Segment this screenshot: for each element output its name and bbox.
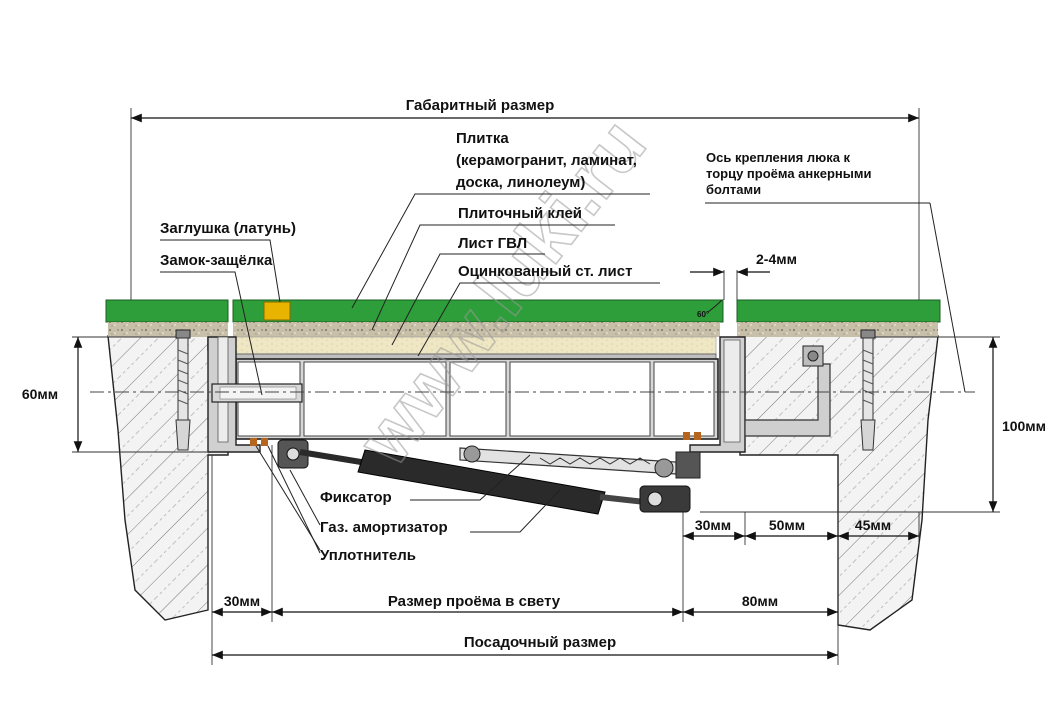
dim-100 — [700, 336, 1000, 513]
adhesive-leader — [371, 224, 615, 331]
label-fixator: Фиксатор — [320, 489, 392, 506]
label-steel: Оцинкованный ст. лист — [458, 263, 632, 280]
brass-plug — [263, 301, 291, 321]
dim-right-lower — [682, 512, 920, 665]
label-gap: 2-4мм — [756, 251, 797, 267]
plug-leader — [160, 239, 281, 303]
axis-leader-diag — [929, 202, 966, 393]
seal-leader-2 — [255, 445, 321, 551]
label-50mm: 50мм — [769, 517, 805, 533]
label-axis-3: болтами — [706, 182, 761, 197]
fixator-leader — [410, 454, 531, 501]
seals — [250, 432, 701, 446]
lid-adhesive — [233, 322, 720, 337]
gvl-leader — [391, 253, 545, 346]
dim-60 — [72, 336, 208, 453]
lock-leader — [160, 271, 263, 396]
anchor-bolt-left — [175, 329, 191, 451]
floor-adhesive-right — [737, 322, 938, 337]
label-axis-1: Ось крепления люка к — [706, 150, 851, 165]
label-gas-spring: Газ. амортизатор — [320, 519, 448, 536]
steel-leader — [417, 282, 660, 357]
label-seal: Уплотнитель — [320, 547, 416, 564]
label-60mm: 60мм — [22, 386, 58, 402]
label-opening: Размер проёма в свету — [388, 593, 561, 610]
label-100mm: 100мм — [1002, 418, 1046, 434]
anchor-bolt-right — [860, 329, 876, 451]
lid-frame — [235, 358, 719, 440]
label-45mm: 45мм — [855, 517, 891, 533]
tile-leader — [351, 193, 650, 309]
label-seating: Посадочный размер — [464, 634, 616, 651]
label-tile-detail-1: (керамогранит, ламинат, — [456, 152, 637, 169]
floor-adhesive-left — [108, 322, 228, 337]
overall-dimension — [130, 108, 920, 300]
label-angle: 60° — [697, 310, 709, 319]
label-plug: Заглушка (латунь) — [160, 220, 296, 237]
hinge-bracket — [744, 345, 831, 437]
label-adhesive: Плиточный клей — [458, 205, 582, 222]
floor-tile-right — [736, 299, 941, 323]
label-80mm: 80мм — [742, 593, 778, 609]
overall-label: Габаритный размер — [406, 97, 555, 114]
floor-tile-left — [105, 299, 229, 323]
gas-spring — [277, 439, 691, 515]
dim-bottom-row — [211, 445, 838, 665]
label-axis-2: торцу проёма анкерными — [706, 166, 871, 181]
gas-spring-leader-2 — [289, 469, 321, 526]
label-tile-detail-2: доска, линолеум) — [456, 174, 585, 191]
label-gvl: Лист ГВЛ — [458, 235, 527, 252]
label-tile: Плитка — [456, 130, 509, 147]
dim-gap — [690, 267, 770, 313]
label-30mm-right: 30мм — [695, 517, 731, 533]
latch-lock — [211, 383, 303, 403]
label-lock: Замок-защёлка — [160, 252, 273, 269]
gas-spring-leader — [470, 489, 561, 533]
right-wall — [739, 335, 939, 631]
label-30mm-left: 30мм — [224, 593, 260, 609]
fixator — [459, 445, 701, 479]
